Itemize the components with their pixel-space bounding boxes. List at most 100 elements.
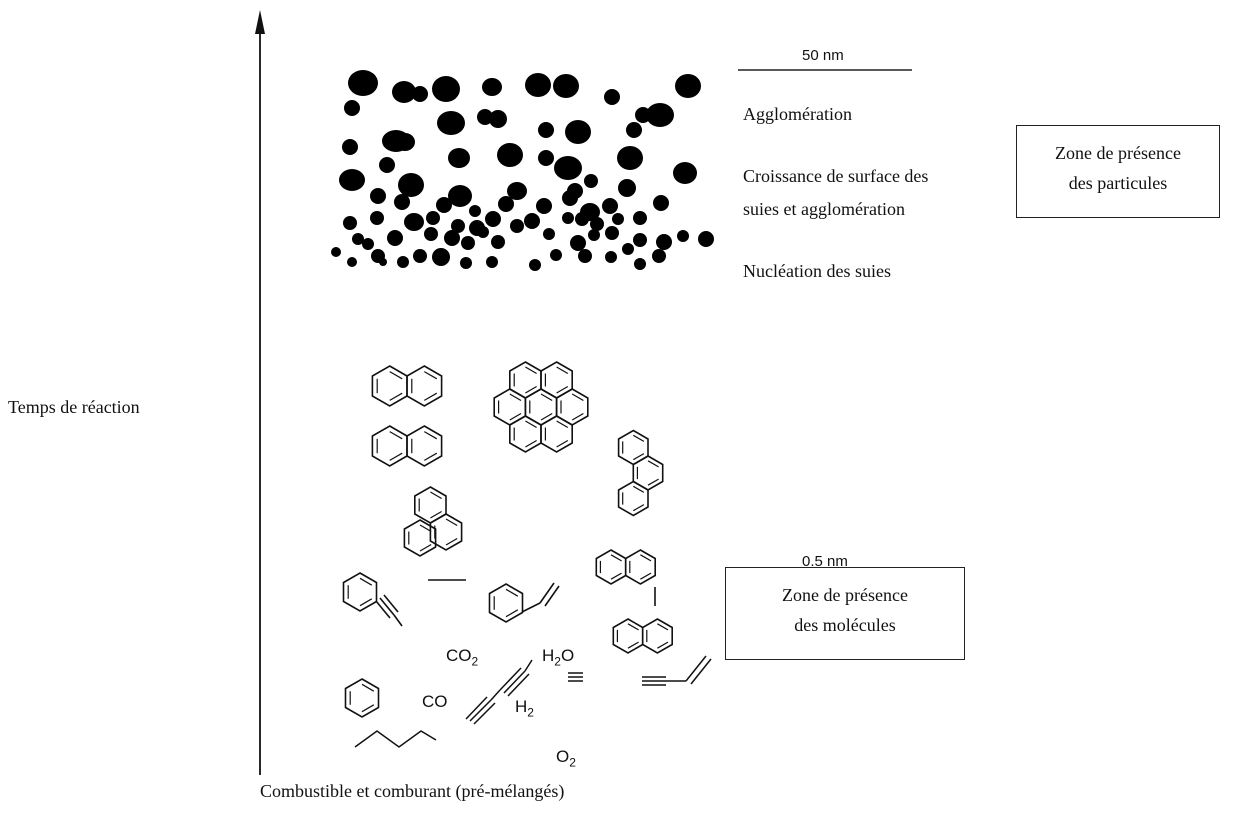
soot-particle [412, 86, 428, 102]
naphthalene-molecule [612, 618, 674, 654]
stage-nucleation: Nucléation des suies [743, 261, 891, 281]
soot-particle [347, 257, 357, 267]
soot-particle [444, 230, 460, 246]
soot-particle [448, 185, 472, 207]
soot-particle [538, 122, 554, 138]
molecules-zone-box: Zone de présence des molécules [725, 567, 965, 660]
soot-particle [622, 243, 634, 255]
soot-particle [392, 81, 416, 103]
soot-particle [562, 212, 574, 224]
soot-particle [370, 211, 384, 225]
soot-particle [424, 227, 438, 241]
soot-particle [485, 211, 501, 227]
soot-particle [497, 143, 523, 167]
benzene-molecule [344, 678, 380, 718]
species-co: CO [422, 692, 448, 711]
soot-particle [352, 233, 364, 245]
soot-particle [575, 212, 589, 226]
coronene-molecule [493, 361, 589, 453]
soot-particle [618, 179, 636, 197]
soot-particle [498, 196, 514, 212]
soot-particle [652, 249, 666, 263]
axis-label: Temps de réaction [8, 397, 140, 417]
soot-particle [553, 74, 579, 98]
soot-particle [562, 190, 578, 206]
soot-particle [612, 213, 624, 225]
butane-drawing [354, 730, 437, 748]
soot-particle [432, 76, 460, 102]
soot-particle [379, 258, 387, 266]
soot-particle [675, 74, 701, 98]
soot-particle [404, 213, 424, 231]
soot-particle [469, 205, 481, 217]
particles-zone-line1: Zone de présence [1055, 143, 1181, 163]
scale-label-50nm: 50 nm [802, 47, 844, 64]
soot-particle [570, 235, 586, 251]
soot-particle [395, 133, 415, 151]
species-o2: O2 [556, 747, 576, 770]
styrene-molecule [488, 582, 560, 623]
soot-particle [578, 249, 592, 263]
soot-particle [342, 139, 358, 155]
soot-particle [602, 198, 618, 214]
acenaphthylene-molecule [403, 486, 466, 581]
soot-particle [362, 238, 374, 250]
soot-particle [436, 197, 452, 213]
soot-particle [477, 226, 489, 238]
soot-particle [588, 229, 600, 241]
soot-particle [451, 219, 465, 233]
soot-particle [673, 162, 697, 184]
methylnaphthalene-molecule [595, 549, 657, 606]
soot-particle [633, 233, 647, 247]
particles-zone-line2: des particules [1068, 173, 1168, 193]
soot-particle [510, 219, 524, 233]
small-species-drawings [354, 655, 712, 748]
soot-particle [524, 213, 540, 229]
soot-particle [426, 211, 440, 225]
vinylacetylene-drawing [642, 655, 712, 686]
soot-particle [343, 216, 357, 230]
time-axis-arrowhead [255, 10, 265, 34]
soot-particle [432, 248, 450, 266]
molecules-zone-line2: des molécules [794, 615, 896, 635]
soot-particle [460, 257, 472, 269]
soot-particle [646, 103, 674, 127]
soot-particle [543, 228, 555, 240]
soot-particle [489, 110, 507, 128]
soot-particle [656, 234, 672, 250]
species-h2o: H2O [542, 646, 575, 669]
pyrene-molecule [371, 365, 443, 467]
soot-particle [536, 198, 552, 214]
species-co2: CO2 [446, 646, 479, 669]
soot-particle [437, 111, 465, 135]
soot-particle [370, 188, 386, 204]
soot-particle [486, 256, 498, 268]
soot-particle [344, 100, 360, 116]
soot-particle [633, 211, 647, 225]
soot-particle [634, 258, 646, 270]
soot-particle [653, 195, 669, 211]
soot-particle [398, 173, 424, 197]
soot-particle [590, 217, 604, 231]
soot-particles [331, 70, 714, 271]
stage-agglomeration: Agglomération [743, 104, 852, 124]
soot-particle [331, 247, 341, 257]
soot-particle [604, 89, 620, 105]
soot-particle [397, 256, 409, 268]
soot-particle [554, 156, 582, 180]
soot-particle [538, 150, 554, 166]
scale-label-05nm: 0.5 nm [802, 553, 848, 570]
stage-growth-line2: suies et agglomération [743, 199, 905, 219]
soot-particle [507, 182, 527, 200]
soot-particle [379, 157, 395, 173]
soot-particle [482, 78, 502, 96]
soot-particle [698, 231, 714, 247]
soot-particle [448, 148, 470, 168]
soot-particle [529, 259, 541, 271]
soot-particle [387, 230, 403, 246]
axis-bottom-label: Combustible et comburant (pré-mélangés) [260, 781, 565, 801]
soot-particle [677, 230, 689, 242]
phenylacetylene-molecule [342, 572, 403, 627]
molecules-zone-line1: Zone de présence [782, 585, 908, 605]
